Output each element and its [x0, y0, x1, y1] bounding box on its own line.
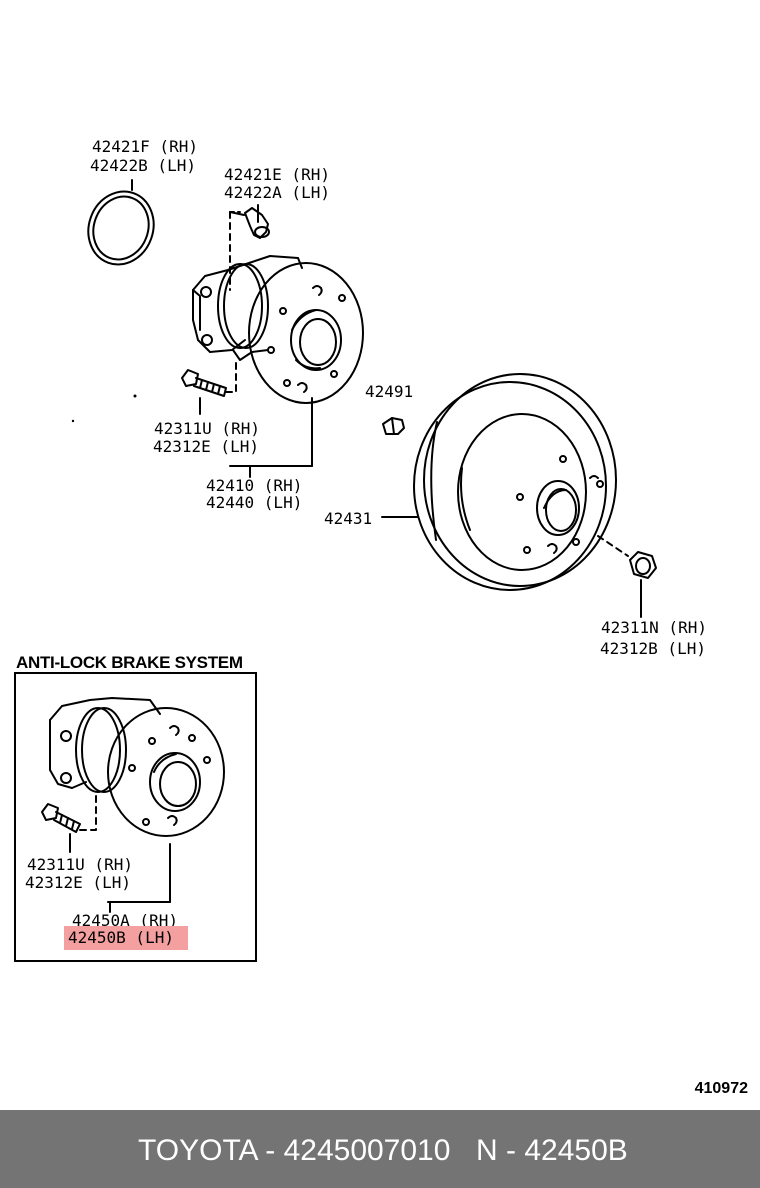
- abs-section-title: ANTI-LOCK BRAKE SYSTEM: [16, 653, 243, 672]
- plug-part: [382, 417, 405, 435]
- label-abs-hub-lh-highlight[interactable]: 42450B (LH): [64, 926, 188, 950]
- label-hub-rh[interactable]: 42410 (RH): [206, 476, 303, 495]
- label-top-bolt-rh[interactable]: 42421E (RH): [224, 165, 330, 184]
- label-abs-hub-lh[interactable]: 42450B (LH): [68, 928, 174, 947]
- label-abs-hub-rh[interactable]: 42450A (RH): [72, 911, 178, 930]
- label-plug[interactable]: 42491: [365, 382, 414, 401]
- footer-bar: TOYOTA - 4245007010 N - 42450B: [0, 1110, 760, 1188]
- abs-hub-bolt-part: [41, 803, 81, 833]
- label-nut-rh[interactable]: 42311N (RH): [601, 618, 707, 637]
- label-hub-bolt-lh[interactable]: 42312E (LH): [153, 437, 259, 456]
- hub-assembly-part: [192, 255, 364, 404]
- top-bolt-part: [229, 204, 270, 239]
- label-disc[interactable]: 42431: [324, 509, 373, 528]
- abs-section-box: [14, 672, 257, 962]
- label-nut-lh[interactable]: 42312B (LH): [600, 639, 706, 658]
- footer-catalog-number: N - 42450B: [476, 1134, 628, 1167]
- label-o-ring-lh[interactable]: 42422B (LH): [90, 156, 196, 175]
- label-top-bolt-lh[interactable]: 42422A (LH): [224, 183, 330, 202]
- abs-hub-assembly-part: [49, 697, 225, 837]
- label-abs-hub-bolt-rh[interactable]: 42311U (RH): [27, 855, 133, 874]
- footer-brand-part-number: TOYOTA - 4245007010: [138, 1134, 451, 1167]
- diagram-reference-number: 410972: [694, 1080, 748, 1097]
- label-o-ring-rh[interactable]: 42421F (RH): [92, 137, 198, 156]
- parts-diagram: 42421F (RH) 42422B (LH) 42421E (RH) 4242…: [14, 137, 748, 1097]
- hub-bolt-part: [181, 369, 227, 397]
- label-abs-hub-bolt-lh[interactable]: 42312E (LH): [25, 873, 131, 892]
- diagram-drawing: [41, 179, 657, 913]
- hub-nut-part: [629, 551, 657, 618]
- label-hub-lh[interactable]: 42440 (LH): [206, 493, 303, 512]
- o-ring-part: [87, 179, 155, 266]
- label-hub-bolt-rh[interactable]: 42311U (RH): [154, 419, 260, 438]
- brake-disc-part: [413, 373, 617, 591]
